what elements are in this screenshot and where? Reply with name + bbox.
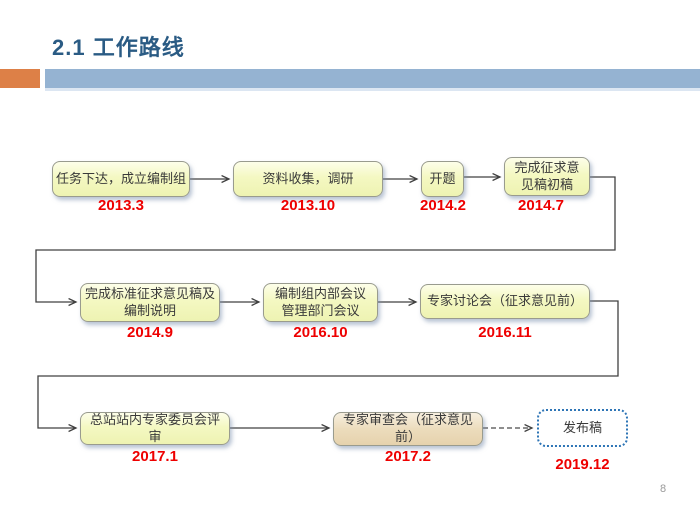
flow-node-label: 专家审查会（征求意见前）	[342, 412, 473, 444]
flow-node-label: 专家讨论会（征求意见前）	[426, 293, 583, 309]
flow-node-date: 2013.10	[280, 197, 336, 214]
flow-node-committee-review: 总站站内专家委员会评审	[80, 412, 230, 445]
flow-node-expert-examination: 专家审查会（征求意见前）	[333, 412, 483, 446]
flow-node-date: 2019.12	[555, 456, 610, 473]
flow-node-kickoff: 开题	[421, 161, 464, 197]
flow-node-date: 2017.1	[132, 448, 178, 465]
page-number: 8	[660, 483, 667, 495]
flow-node-label: 开题	[429, 170, 456, 186]
flow-node-date: 2017.2	[385, 448, 431, 465]
flow-node-expert-discussion: 专家讨论会（征求意见前）	[420, 284, 590, 319]
flow-node-internal-meeting: 编制组内部会议 管理部门会议	[263, 283, 378, 322]
accent-bar-underline	[45, 88, 700, 91]
accent-bar-blue	[45, 69, 700, 88]
flow-node-data-collection: 资料收集，调研	[233, 161, 383, 197]
flow-node-label: 任务下达，成立编制组	[56, 170, 187, 186]
flow-node-date: 2013.3	[98, 197, 144, 214]
flow-node-date: 2014.9	[127, 324, 173, 341]
flow-node-date: 2014.7	[518, 197, 564, 214]
accent-bar-orange	[0, 69, 40, 88]
connector-row2-to-row3	[37, 300, 619, 428]
flow-node-label: 编制组内部会议 管理部门会议	[274, 285, 366, 318]
flow-node-label: 总站站内专家委员会评审	[89, 411, 220, 444]
flow-node-label: 发布稿	[562, 419, 602, 435]
connector-row1-to-row2	[35, 176, 616, 302]
flow-node-date: 2016.11	[478, 324, 532, 341]
flow-node-task-assigned: 任务下达，成立编制组	[52, 161, 190, 197]
flow-node-label: 完成标准征求意见稿及 编制说明	[84, 285, 215, 318]
flow-node-date: 2014.2	[420, 197, 466, 214]
flow-node-standard-draft: 完成标准征求意见稿及 编制说明	[80, 283, 220, 322]
flow-node-published-version: 发布稿	[537, 409, 628, 447]
flow-node-label: 完成征求意 见稿初稿	[514, 159, 580, 192]
flow-node-date: 2016.10	[293, 324, 348, 341]
flow-node-first-draft: 完成征求意 见稿初稿	[504, 157, 590, 196]
slide-title: 2.1 工作路线	[52, 35, 185, 60]
flow-node-label: 资料收集，调研	[262, 170, 354, 186]
